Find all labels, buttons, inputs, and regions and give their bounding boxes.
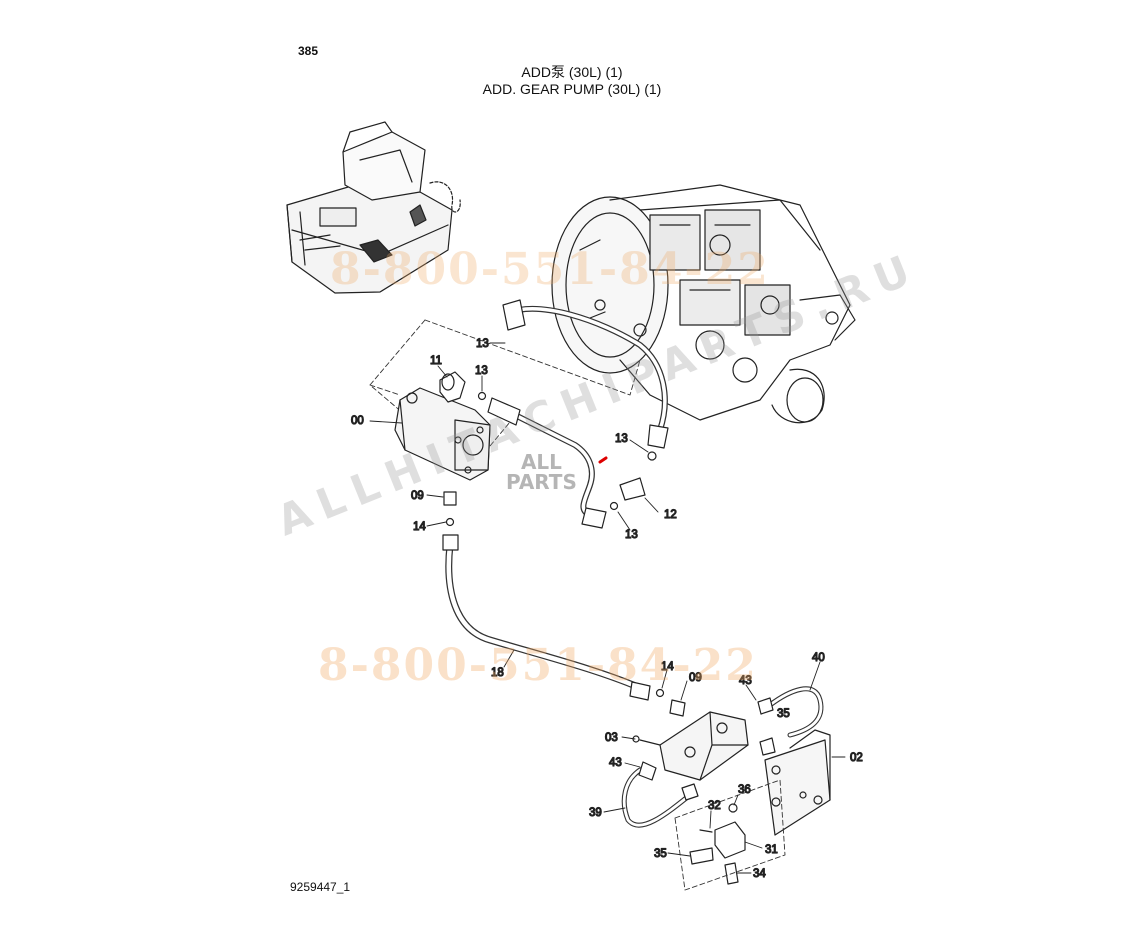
callout-11: 11 (430, 355, 442, 367)
callout-13c: 13 (615, 433, 628, 445)
suction-hose-short (487, 397, 646, 529)
connector-09-upper (443, 491, 457, 527)
title-english: ADD. GEAR PUMP (30L) (1) (482, 81, 662, 97)
callout-13b: 13 (475, 365, 488, 377)
drawing-number: 9259447_1 (290, 880, 351, 894)
excavator-overview-illustration (286, 121, 461, 294)
hose-40 (757, 686, 824, 756)
callout-35a: 35 (777, 708, 790, 720)
callout-31: 31 (765, 844, 778, 856)
mounting-bracket (764, 729, 831, 836)
exploded-view-outline (369, 319, 641, 471)
valve-block (632, 711, 749, 781)
part-callouts: 00 11 13 13 13 13 12 09 14 18 14 09 40 4… (350, 337, 863, 880)
gear-pump-body (394, 387, 491, 481)
callout-35b: 35 (654, 848, 667, 860)
page-number: 385 (298, 44, 319, 58)
callout-32: 32 (708, 800, 721, 812)
callout-14a: 14 (413, 521, 426, 533)
callout-09b: 09 (689, 672, 702, 684)
elbow-fitting (439, 371, 487, 403)
callout-18: 18 (491, 667, 504, 679)
callout-03: 03 (605, 732, 618, 744)
callout-34: 34 (753, 868, 766, 880)
title-chinese: ADD泵 (30L) (1) (521, 64, 623, 80)
hose-39 (621, 761, 699, 828)
callout-00: 00 (351, 415, 364, 427)
hose-18 (442, 534, 686, 717)
callout-40: 40 (812, 652, 825, 664)
callout-09a: 09 (411, 490, 424, 502)
callout-02: 02 (850, 752, 863, 764)
pressure-hose-upper (502, 299, 669, 461)
leader-lines (369, 342, 846, 874)
callout-13a: 13 (476, 338, 489, 350)
callout-13d: 13 (625, 529, 638, 541)
small-valve-31 (689, 803, 746, 885)
callout-14b: 14 (661, 661, 674, 673)
main-pump-assembly-illustration (551, 184, 856, 424)
callout-12: 12 (664, 509, 677, 521)
callout-43a: 43 (739, 675, 752, 687)
callout-39: 39 (589, 807, 602, 819)
sub-assembly-outline (674, 779, 786, 891)
callout-43b: 43 (609, 757, 622, 769)
callout-36: 36 (738, 784, 751, 796)
